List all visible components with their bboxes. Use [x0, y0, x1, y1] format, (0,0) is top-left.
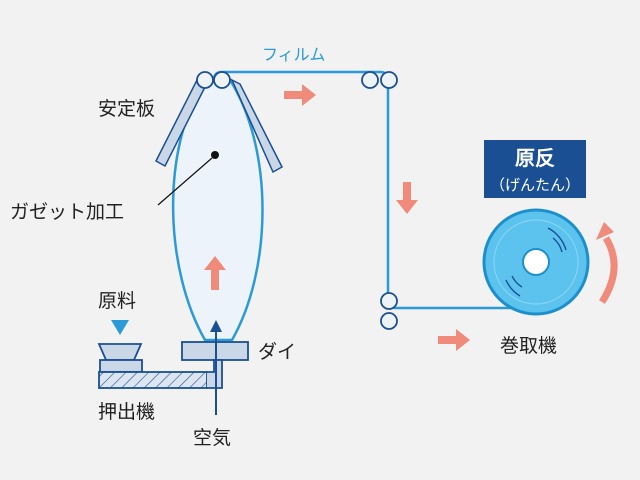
rotation-arrow: [596, 222, 618, 304]
roll-title: 原反: [515, 146, 555, 170]
flow-arrows: [204, 84, 470, 351]
air-arrow: [210, 320, 222, 415]
rollers: [196, 71, 398, 330]
raw-material-marker: [111, 320, 129, 335]
arrow-right-bottom: [438, 329, 470, 351]
winder-label: 巻取機: [500, 335, 557, 357]
gusset-leader: [157, 157, 213, 206]
air-label: 空気: [193, 427, 231, 449]
stabilizer-plates: [155, 78, 283, 174]
roll-title-box: [484, 140, 586, 198]
arrow-up-bubble: [204, 256, 226, 290]
gusset-point: [211, 151, 219, 159]
roll-reading: （げんたん）: [490, 176, 580, 194]
film-label: フィルム: [262, 45, 325, 64]
arrow-right-top: [284, 84, 316, 106]
arrow-down-right: [396, 182, 418, 214]
film-bubble: [171, 78, 264, 342]
extruder-label: 押出機: [98, 401, 155, 423]
die-label: ダイ: [258, 341, 296, 363]
extruder: [97, 343, 223, 389]
raw-material-label: 原料: [98, 290, 136, 312]
film-roll: [482, 208, 590, 316]
stabilizer-label: 安定板: [98, 98, 155, 120]
gusset-label: ガゼット加工: [10, 201, 124, 223]
